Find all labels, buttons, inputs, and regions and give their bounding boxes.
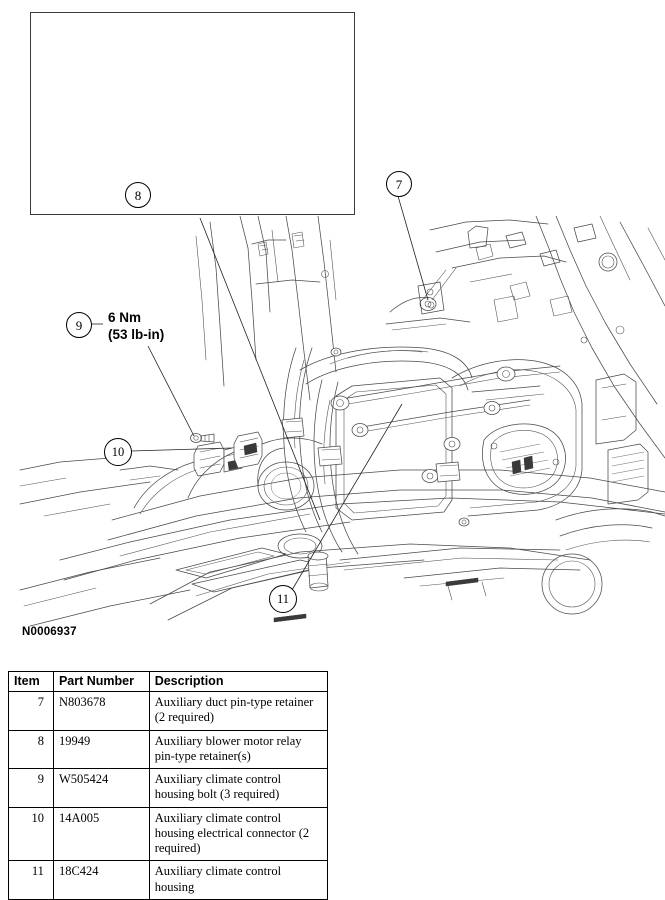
leader-line-8 [199,217,321,521]
cell-description: Auxiliary climate control housing bolt (… [148,768,329,808]
header-part-number: Part Number [52,671,150,692]
leader-line-7 [397,195,429,301]
cell-part-number: 14A005 [52,806,150,862]
header-description: Description [148,671,329,692]
table-row: 9 W505424 Auxiliary climate control hous… [8,768,329,808]
cell-item: 8 [8,729,54,769]
illustration-area: .ln{fill:none;stroke:#4a4a4a;stroke-widt… [19,12,665,638]
parts-table: Item Part Number Description 7 N803678 A… [8,671,329,900]
cell-part-number: 19949 [52,729,150,769]
figure-id: N0006937 [22,626,77,638]
cell-item: 11 [8,860,54,900]
cell-part-number: W505424 [52,768,150,808]
leader-line-9 [147,345,195,437]
cell-description: Auxiliary climate control housing electr… [148,806,329,862]
cell-item: 10 [8,806,54,862]
cell-item: 7 [8,691,54,731]
torque-value-nm: 6 Nm [108,310,142,325]
cell-description: Auxiliary duct pin-type retainer (2 requ… [148,691,329,731]
callout-11: 11 [269,585,297,613]
cell-description: Auxiliary climate control housing [148,860,329,900]
table-row: 8 19949 Auxiliary blower motor relay pin… [8,729,329,769]
table-body: 7 N803678 Auxiliary duct pin-type retain… [8,691,329,900]
callout-7: 7 [386,171,412,197]
table-header-row: Item Part Number Description [8,671,329,692]
callout-10: 10 [104,438,132,466]
header-item: Item [8,671,54,692]
cell-item: 9 [8,768,54,808]
torque-value-lbin: (53 lb-in) [108,326,165,342]
table-row: 7 N803678 Auxiliary duct pin-type retain… [8,691,329,731]
table-row: 11 18C424 Auxiliary climate control hous… [8,860,329,900]
callout-9: 9 [66,312,92,338]
torque-specification: 6 Nm (53 lb-in) [108,310,164,344]
leader-line-11 [291,403,403,591]
table-row: 10 14A005 Auxiliary climate control hous… [8,806,329,862]
callout-8: 8 [125,182,151,208]
leader-line-10 [130,447,233,452]
cell-description: Auxiliary blower motor relay pin-type re… [148,729,329,769]
inset-detail-frame [30,12,355,215]
cell-part-number: 18C424 [52,860,150,900]
cell-part-number: N803678 [52,691,150,731]
